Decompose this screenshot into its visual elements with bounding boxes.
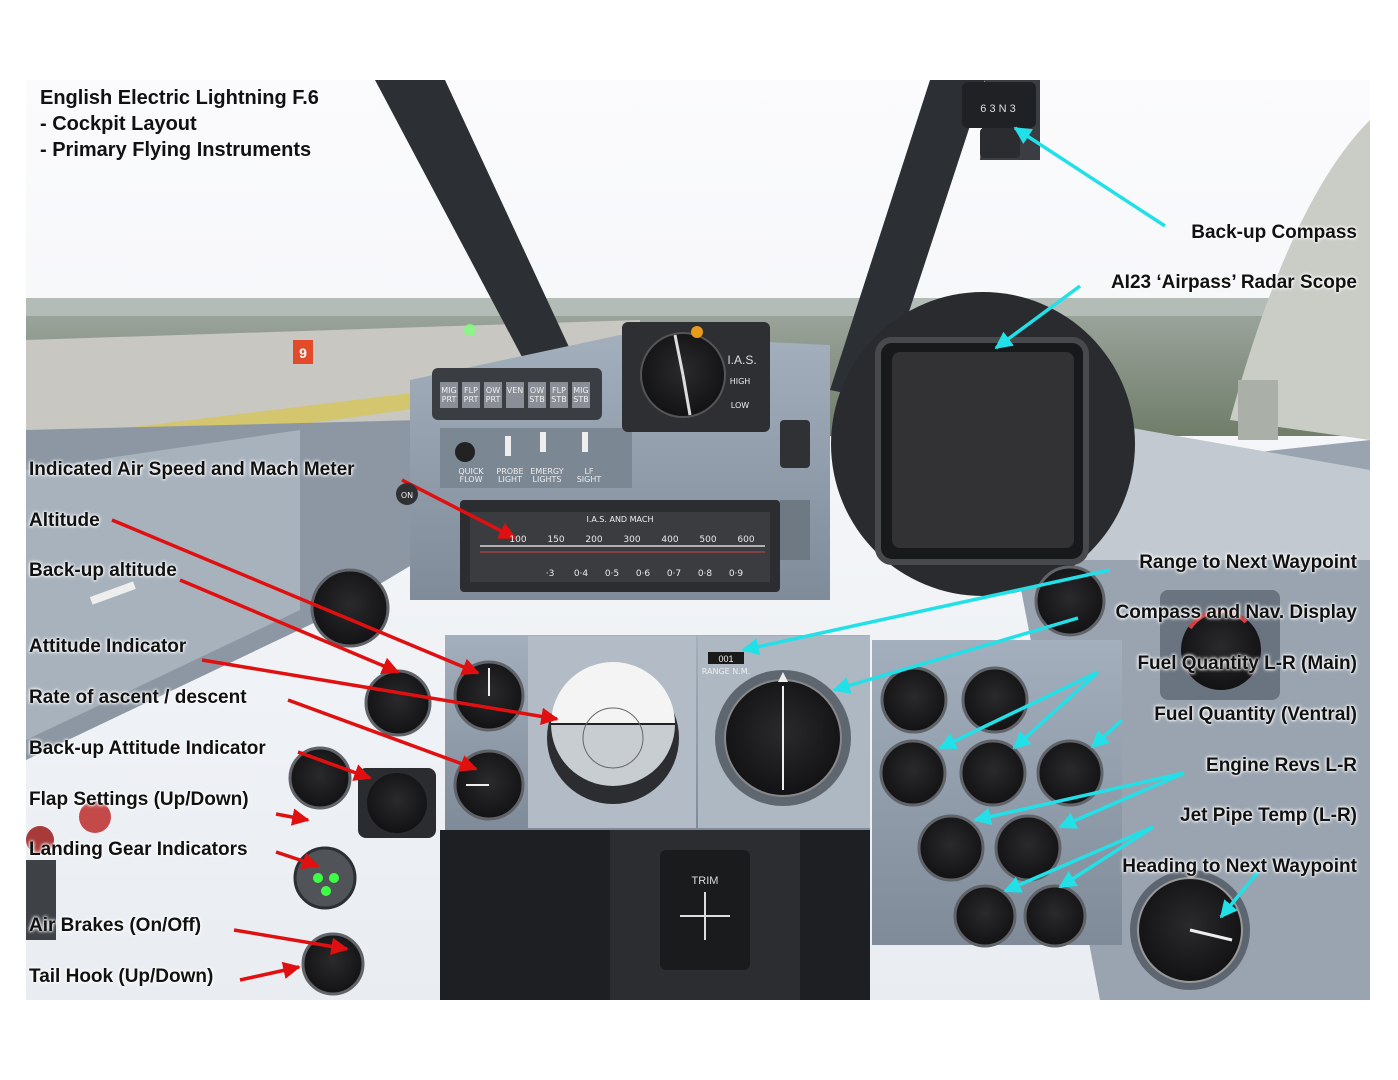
switch-label: PROBE [496, 467, 523, 476]
red-arrows [111, 478, 559, 982]
mach-tick-label: 0·6 [636, 569, 651, 579]
warning-light-label: PRT [442, 395, 457, 404]
warning-light-label: PRT [486, 395, 501, 404]
warning-light-label: PRT [464, 395, 479, 404]
label-flap-settings: Flap Settings (Up/Down) [29, 789, 249, 810]
title-line-2: - Cockpit Layout [40, 113, 197, 135]
label-air-brakes: Air Brakes (On/Off) [29, 915, 202, 936]
label-altitude: Altitude [29, 510, 100, 531]
on-button-label: ON [401, 491, 413, 500]
label-fuel-quantity-main: Fuel Quantity L-R (Main) [1137, 653, 1357, 674]
mach-tick-label: ·3 [546, 569, 555, 579]
warning-light-label: OW [530, 386, 544, 395]
mach-tick-label: 0·9 [729, 569, 744, 579]
mach-header: I.A.S. AND MACH [587, 515, 654, 524]
cyan-arrows [741, 126, 1260, 919]
radar-scope [831, 292, 1135, 596]
label-jet-pipe-temp: Jet Pipe Temp (L-R) [1180, 805, 1357, 826]
label-attitude-indicator: Attitude Indicator [29, 636, 187, 657]
label-ias-mach-meter: Indicated Air Speed and Mach Meter [29, 459, 355, 480]
label-landing-gear-indicators: Landing Gear Indicators [29, 839, 248, 860]
range-label: RANGE N.M. [702, 667, 750, 676]
warning-light-label: OW [486, 386, 500, 395]
warning-light [506, 382, 524, 408]
label-range-next-waypoint: Range to Next Waypoint [1139, 552, 1357, 573]
centre-instrument-panel: 001 RANGE N.M. [445, 635, 870, 830]
trim-panel: TRIM [660, 850, 750, 970]
label-engine-revs: Engine Revs L-R [1206, 755, 1357, 776]
switch-label: LIGHT [498, 475, 522, 484]
warning-light-label: FLP [464, 386, 478, 395]
switch-label: FLOW [460, 475, 483, 484]
switch-label: QUICK [458, 467, 484, 476]
label-fuel-quantity-ventral: Fuel Quantity (Ventral) [1154, 704, 1357, 725]
title-line-3: - Primary Flying Instruments [40, 139, 312, 161]
warning-light [528, 382, 546, 408]
mach-tick-label: 0·4 [574, 569, 589, 579]
warning-light-label: MIG [573, 386, 588, 395]
warning-light [484, 382, 502, 408]
label-tail-hook: Tail Hook (Up/Down) [29, 966, 214, 987]
right-gauge-cluster [872, 565, 1280, 990]
warning-light [462, 382, 480, 408]
ias-low: LOW [731, 401, 749, 410]
ias-dial: I.A.S. HIGH LOW [622, 322, 770, 432]
ias-tick-label: 600 [737, 535, 754, 545]
ias-tick-label: 100 [509, 535, 526, 545]
label-rate-of-ascent-descent: Rate of ascent / descent [29, 687, 247, 708]
backup-compass-digits: 6 3 N 3 [980, 103, 1015, 115]
ias-tick-label: 200 [585, 535, 602, 545]
warning-light-label: STB [551, 395, 566, 404]
switch-label: EMERGY [530, 467, 563, 476]
mach-tick-label: 0·8 [698, 569, 713, 579]
warning-light-label: MIG [441, 386, 456, 395]
ias-tick-label: 150 [547, 535, 564, 545]
label-backup-attitude-indicator: Back-up Attitude Indicator [29, 738, 266, 759]
switch-row [440, 428, 632, 488]
label-radar-scope: AI23 ‘Airpass’ Radar Scope [1110, 272, 1357, 293]
switch-label: SIGHT [577, 475, 602, 484]
warning-light [440, 382, 458, 408]
ias-tick-label: 500 [699, 535, 716, 545]
ias-tick-label: 300 [623, 535, 640, 545]
warning-light-label: STB [529, 395, 544, 404]
label-backup-compass: Back-up Compass [1191, 222, 1357, 243]
label-backup-altitude: Back-up altitude [29, 560, 177, 581]
on-button [396, 483, 418, 505]
label-heading-next-waypoint: Heading to Next Waypoint [1122, 856, 1357, 877]
ias-tick-label: 400 [661, 535, 678, 545]
ias-high: HIGH [730, 377, 751, 386]
warning-light [572, 382, 590, 408]
range-counter: 001 [718, 654, 733, 664]
switch-label: LF [584, 467, 593, 476]
warning-light [550, 382, 568, 408]
warning-light-label: VEN [507, 386, 524, 395]
runway-marker: 9 [299, 345, 307, 361]
warning-light-label: FLP [552, 386, 566, 395]
title-line-1: English Electric Lightning F.6 [40, 87, 319, 109]
trim-label: TRIM [692, 875, 719, 887]
warning-light-label: STB [573, 395, 588, 404]
ias-header: I.A.S. [727, 353, 756, 367]
switch-label: LIGHTS [533, 475, 562, 484]
mach-tick-label: 0·5 [605, 569, 619, 579]
mach-tick-label: 0·7 [667, 569, 681, 579]
ias-mach-strip: I.A.S. AND MACH [460, 500, 810, 592]
backup-compass-instrument: 6 3 N 3 [962, 82, 1036, 158]
label-compass-nav-display: Compass and Nav. Display [1115, 602, 1357, 623]
